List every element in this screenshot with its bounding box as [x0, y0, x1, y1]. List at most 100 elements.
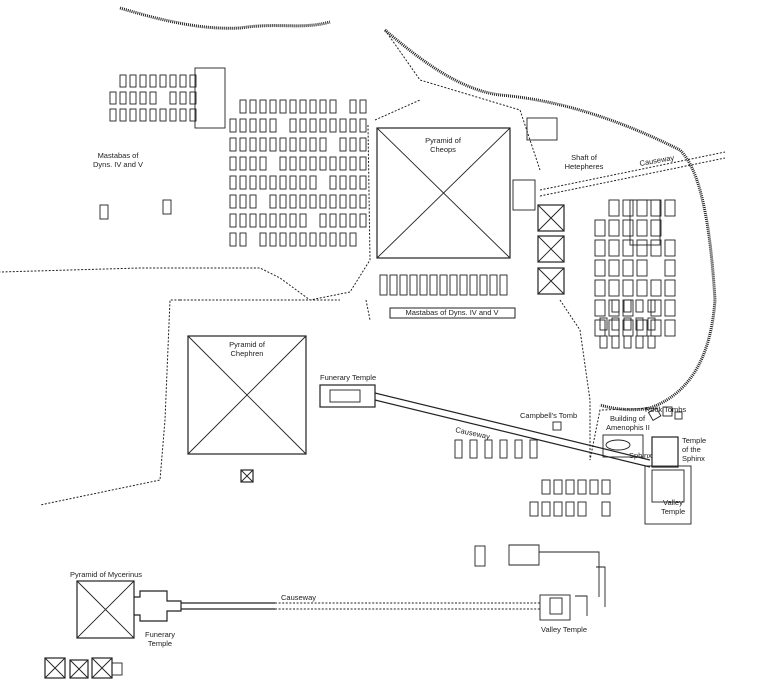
mastaba — [599, 335, 608, 349]
mastaba — [289, 194, 297, 209]
mastaba — [469, 439, 478, 459]
mastaba — [259, 213, 267, 228]
pyramid-of-chephren: Pyramid of Chephren — [187, 335, 307, 483]
label-temple-sphinx-3: Sphinx — [682, 454, 705, 463]
mastaba — [289, 137, 297, 152]
mastaba — [577, 479, 587, 495]
mastaba — [622, 259, 634, 277]
mastaba — [229, 118, 237, 133]
mastaba — [594, 279, 606, 297]
mastaba — [650, 299, 662, 317]
queens-pyramids — [512, 117, 565, 295]
label-funerary-temple-chephren: Funerary Temple — [320, 373, 376, 382]
road-cheops-west — [365, 99, 421, 321]
sphinx-complex — [602, 406, 692, 525]
mastaba — [159, 108, 167, 122]
label-amenophis-2: Amenophis II — [606, 423, 650, 432]
mastaba — [419, 274, 428, 296]
mastaba — [279, 137, 287, 152]
mastaba — [664, 259, 676, 277]
mastaba — [259, 99, 267, 114]
label-chephren-2: Chephren — [231, 349, 264, 358]
campbells-tomb — [552, 421, 562, 431]
mastaba — [299, 232, 307, 247]
label-causeway-chephren: Causeway — [455, 425, 491, 441]
mastaba — [279, 99, 287, 114]
mastaba — [553, 501, 563, 517]
mastaba — [169, 74, 177, 88]
mastaba — [608, 279, 620, 297]
mastaba — [339, 137, 347, 152]
mastaba — [329, 156, 337, 171]
mastaba — [594, 219, 606, 237]
mastaba — [329, 175, 337, 190]
mastaba — [249, 213, 257, 228]
mastaba — [594, 299, 606, 317]
mastaba — [359, 213, 367, 228]
mastaba — [349, 213, 357, 228]
mastaba — [309, 99, 317, 114]
mastaba — [647, 299, 656, 313]
mastaba — [319, 194, 327, 209]
mastaba — [650, 239, 662, 257]
label-hetepheres-1: Shaft of — [571, 153, 598, 162]
mastaba — [229, 137, 237, 152]
mastaba — [229, 175, 237, 190]
mastaba — [541, 479, 551, 495]
mastaba — [259, 118, 267, 133]
mastaba — [269, 99, 277, 114]
label-chephren-1: Pyramid of — [229, 340, 266, 349]
mastaba — [608, 299, 620, 317]
mastaba — [664, 279, 676, 297]
mastaba — [279, 213, 287, 228]
road-chephren-enclosure — [39, 299, 340, 506]
mastaba — [623, 299, 632, 313]
mastaba — [589, 479, 599, 495]
mastaba — [608, 319, 620, 337]
mastaba — [319, 156, 327, 171]
mastaba — [229, 194, 237, 209]
mastaba — [499, 274, 508, 296]
mastaba — [269, 232, 277, 247]
mastaba — [299, 194, 307, 209]
mastaba — [565, 501, 575, 517]
mastaba — [429, 274, 438, 296]
mastaba — [499, 439, 508, 459]
label-valley-temple-chephren-1: Valley — [663, 498, 683, 507]
mastaba — [169, 108, 177, 122]
mastaba — [514, 439, 523, 459]
north-cliff-edge — [119, 6, 331, 30]
mastaba — [239, 194, 247, 209]
mastaba-fields — [99, 67, 676, 517]
mastaba — [289, 213, 297, 228]
mastaba — [259, 232, 267, 247]
mastaba — [635, 335, 644, 349]
mastaba — [179, 74, 187, 88]
mastaba — [599, 317, 608, 331]
mastaba — [289, 118, 297, 133]
mastaba — [349, 99, 357, 114]
mastaba — [577, 501, 587, 517]
mastaba — [664, 199, 676, 217]
mastaba — [349, 137, 357, 152]
mastaba — [349, 232, 357, 247]
mastaba — [608, 219, 620, 237]
mastaba — [647, 335, 656, 349]
mastaba — [239, 118, 247, 133]
causeway-cheops — [539, 151, 726, 197]
pyramid-of-mycerinus — [44, 580, 182, 679]
mastaba — [309, 156, 317, 171]
mastaba — [109, 108, 117, 122]
mastaba — [622, 219, 634, 237]
mastaba — [279, 194, 287, 209]
causeway-mycerinus-solid — [181, 602, 275, 610]
mastaba — [249, 118, 257, 133]
mastaba — [289, 232, 297, 247]
label-mastabas-west-1: Mastabas of — [98, 151, 140, 160]
mastaba — [309, 118, 317, 133]
mastaba — [454, 439, 463, 459]
mastaba — [349, 156, 357, 171]
label-mycerinus: Pyramid of Mycerinus — [70, 570, 142, 579]
mastaba — [289, 175, 297, 190]
mastaba — [636, 219, 648, 237]
